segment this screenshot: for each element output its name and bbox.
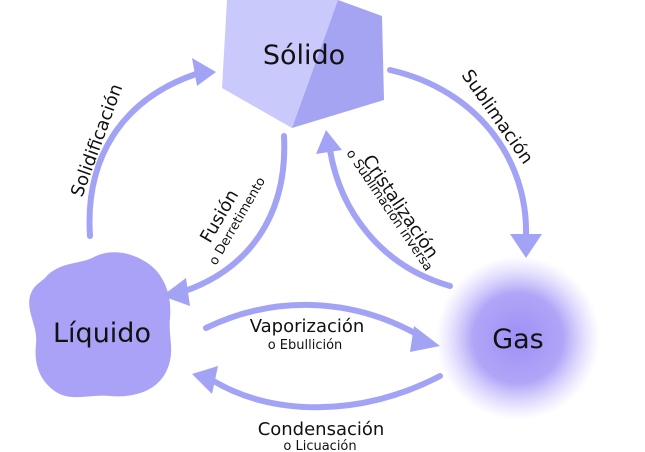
solid-label: Sólido [263, 40, 345, 71]
vaporization-label: Vaporización [250, 316, 365, 337]
liquid-blob [29, 252, 172, 398]
liquid-label: Líquido [53, 318, 151, 349]
crystallization-label: Cristalización [358, 151, 443, 262]
sublimation-arrow [387, 67, 542, 258]
gas-label: Gas [492, 324, 544, 355]
sublimation-label: Sublimación [457, 66, 537, 168]
solid-cube-front [222, 0, 338, 128]
condensation-label: Condensación [258, 419, 385, 440]
solidification-arrow [86, 58, 216, 239]
fusion-arrow [162, 133, 288, 306]
gas-glow [436, 256, 600, 420]
solid-cube [222, 0, 384, 128]
crystallization-arrow [316, 130, 453, 289]
vaporization-alt-label: o Ebullición [268, 338, 343, 353]
solid-cube-side [292, 0, 384, 128]
condensation-alt-label: o Licuación [283, 439, 356, 452]
solidification-label: Solidificación [67, 81, 127, 199]
condensation-arrow [192, 366, 443, 411]
vaporization-arrow [203, 302, 440, 352]
